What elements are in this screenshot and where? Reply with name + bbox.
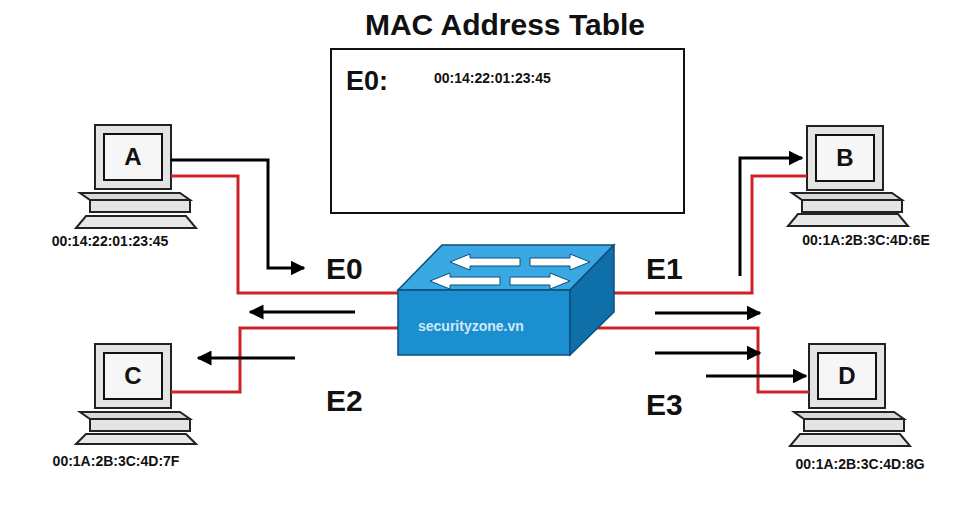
mac-address: 00:1A:2B:3C:4D:8G — [795, 456, 924, 472]
computer-letter: A — [124, 143, 141, 171]
computer-letter: B — [836, 144, 853, 172]
port-label: E0 — [326, 252, 363, 286]
mac-address: 00:14:22:01:23:45 — [52, 233, 169, 249]
switch — [398, 245, 614, 355]
computer-c — [76, 344, 196, 444]
mac-address: 00:14:22:01:23:45 — [434, 70, 551, 86]
mac-address: 00:1A:2B:3C:4D:6E — [802, 232, 930, 248]
port-label: E1 — [646, 252, 683, 286]
port-entry: E0: — [346, 66, 388, 97]
port-label: E3 — [646, 388, 683, 422]
computer-d — [790, 344, 910, 446]
diagram-title: MAC Address Table — [365, 8, 645, 42]
watermark: securityzone.vn — [418, 318, 524, 334]
computer-letter: D — [838, 362, 855, 390]
computer-screen: D00:1A:2B:3C:4D:8G — [817, 352, 877, 400]
computer-screen: A00:14:22:01:23:45 — [103, 133, 163, 181]
port-label: E2 — [326, 384, 363, 418]
computer-screen: B00:1A:2B:3C:4D:6E — [815, 134, 875, 182]
mac-table-box: E0: 00:14:22:01:23:45 — [330, 48, 685, 214]
switch-arrows — [430, 254, 590, 289]
computer-letter: C — [124, 362, 141, 390]
computer-screen: C00:1A:2B:3C:4D:7F — [103, 352, 163, 400]
mac-address: 00:1A:2B:3C:4D:7F — [53, 453, 180, 469]
